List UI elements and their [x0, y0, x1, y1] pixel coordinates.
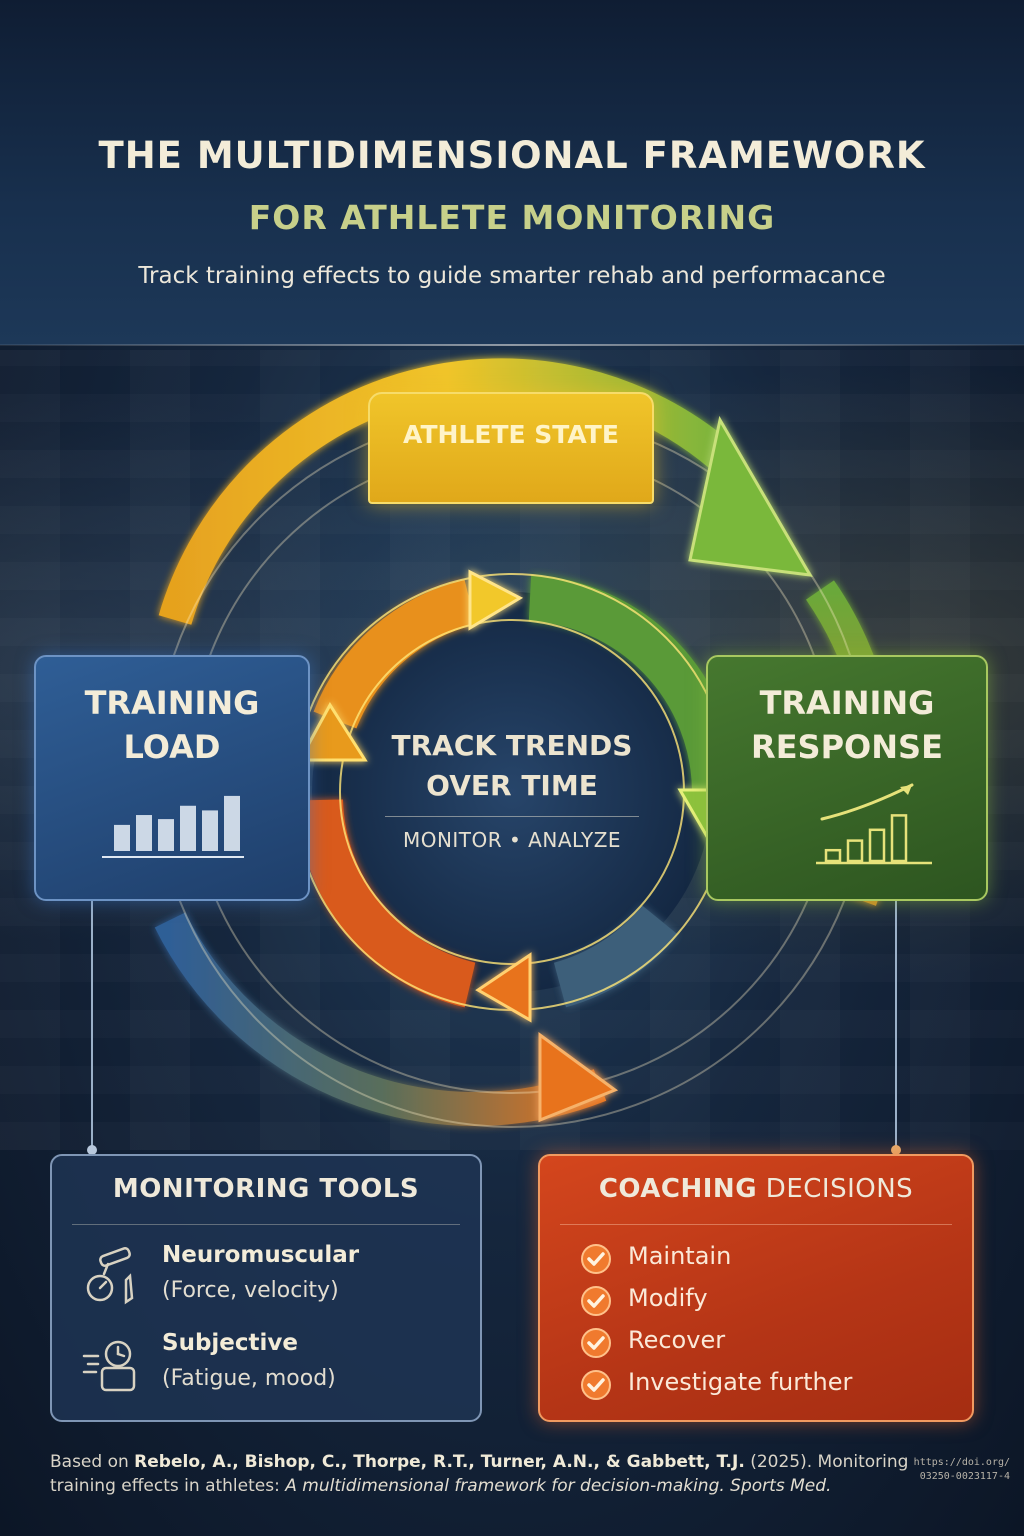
- load-bar: [114, 824, 130, 851]
- tool-name: Neuromuscular: [162, 1242, 360, 1268]
- trend-arrow-head: [900, 785, 912, 795]
- page-title: THE MULTIDIMENSIONAL FRAMEWORK: [98, 134, 926, 177]
- citation-prefix: Based on: [50, 1452, 135, 1472]
- coaching-decisions-title-bold: COACHING: [598, 1174, 758, 1204]
- center-title-line1: TRACK TRENDS: [391, 729, 633, 762]
- response-bar: [846, 839, 864, 863]
- response-bar: [890, 814, 908, 863]
- response-bar: [824, 848, 842, 863]
- citation-doi-line2: 03250-0023117-4: [919, 1471, 1010, 1482]
- monitoring-tools-title: MONITORING TOOLS: [112, 1174, 420, 1204]
- connector-dot-right: [891, 1145, 901, 1155]
- inner-ring-bottom-left: [297, 799, 476, 1008]
- training-response-box: TRAINING RESPONSE: [706, 655, 988, 901]
- monitoring-tools-divider: [72, 1224, 460, 1225]
- tool-desc: (Force, velocity): [162, 1278, 339, 1303]
- tool-desc: (Fatigue, mood): [162, 1366, 336, 1391]
- coaching-decisions-title-light: DECISIONS: [757, 1174, 914, 1204]
- tool-item-neuromuscular: Neuromuscular (Force, velocity): [80, 1242, 460, 1322]
- coaching-decisions-divider: [560, 1224, 952, 1225]
- outer-arrow-green: [688, 415, 813, 577]
- tool-item-subjective: Subjective (Fatigue, mood): [80, 1330, 460, 1410]
- citation-work: A multidimensional framework for decisio…: [285, 1476, 832, 1496]
- check-icon: [581, 1370, 611, 1400]
- citation-doi-line1: https://doi.org/: [913, 1457, 1010, 1468]
- load-bar: [180, 805, 196, 851]
- training-response-title-line2: RESPONSE: [751, 728, 943, 766]
- center-subtitle: MONITOR • ANALYZE: [402, 828, 622, 852]
- check-icon: [581, 1286, 611, 1316]
- load-bar: [202, 810, 218, 851]
- citation: Based on Rebelo, A., Bishop, C., Thorpe,…: [50, 1450, 970, 1498]
- inner-arrow-left: [297, 702, 368, 762]
- trend-arrow-line: [820, 783, 914, 821]
- header-divider: [0, 344, 1024, 346]
- load-bar: [158, 819, 174, 851]
- inner-ring-bottom-right: [553, 905, 678, 1008]
- center-title: TRACK TRENDS OVER TIME: [352, 726, 672, 806]
- training-load-title-line2: LOAD: [123, 728, 221, 766]
- monitoring-tools-panel: MONITORING TOOLS Neuromuscular (Force, v…: [50, 1154, 482, 1422]
- load-bar: [224, 795, 240, 851]
- training-load-bar-icon: [102, 795, 244, 858]
- center-title-line2: OVER TIME: [426, 769, 598, 802]
- training-response-growth-icon: [816, 783, 932, 865]
- coaching-decisions-panel: COACHING DECISIONS Maintain Modify Recov…: [538, 1154, 974, 1422]
- training-load-box: TRAINING LOAD: [34, 655, 310, 901]
- athlete-state-tab: ATHLETE STATE: [368, 392, 654, 504]
- citation-authors: Rebelo, A., Bishop, C., Thorpe, R.T., Tu…: [134, 1452, 745, 1472]
- training-load-title-line1: TRAINING: [84, 684, 260, 722]
- check-icon: [581, 1328, 611, 1358]
- check-icon: [581, 1244, 611, 1274]
- inner-arrow-top: [468, 569, 524, 631]
- citation-doi: https://doi.org/ 03250-0023117-4: [900, 1456, 1010, 1484]
- response-bar: [868, 828, 886, 863]
- outer-arrow-orange: [538, 1032, 619, 1123]
- decision-label: Recover: [628, 1326, 726, 1354]
- page-tagline: Track training effects to guide smarter …: [138, 263, 886, 289]
- tool-name: Subjective: [162, 1330, 298, 1356]
- decision-label: Maintain: [628, 1242, 732, 1270]
- training-response-title-line1: TRAINING: [759, 684, 935, 722]
- connector-lines: [91, 900, 897, 1150]
- inner-core: [312, 592, 712, 992]
- load-bar: [136, 815, 152, 851]
- inner-ring-top-left: [313, 579, 476, 729]
- inner-arrow-bottom: [475, 952, 532, 1023]
- page-subtitle: FOR ATHLETE MONITORING: [248, 198, 776, 237]
- dumbbell-gauge-icon: [86, 1247, 134, 1305]
- decision-label: Modify: [628, 1284, 708, 1312]
- center-divider: [385, 816, 639, 817]
- coaching-decisions-title: COACHING DECISIONS: [540, 1174, 972, 1204]
- athlete-state-label: ATHLETE STATE: [403, 420, 619, 449]
- header-background: [0, 0, 1024, 345]
- outer-ring-bottom: [154, 912, 607, 1126]
- connector-dot-left: [87, 1145, 97, 1155]
- citation-year: (2025). Monitoring training effects in a…: [50, 1452, 909, 1496]
- decision-label: Investigate further: [628, 1368, 853, 1396]
- clock-scale-icon: [82, 1340, 136, 1392]
